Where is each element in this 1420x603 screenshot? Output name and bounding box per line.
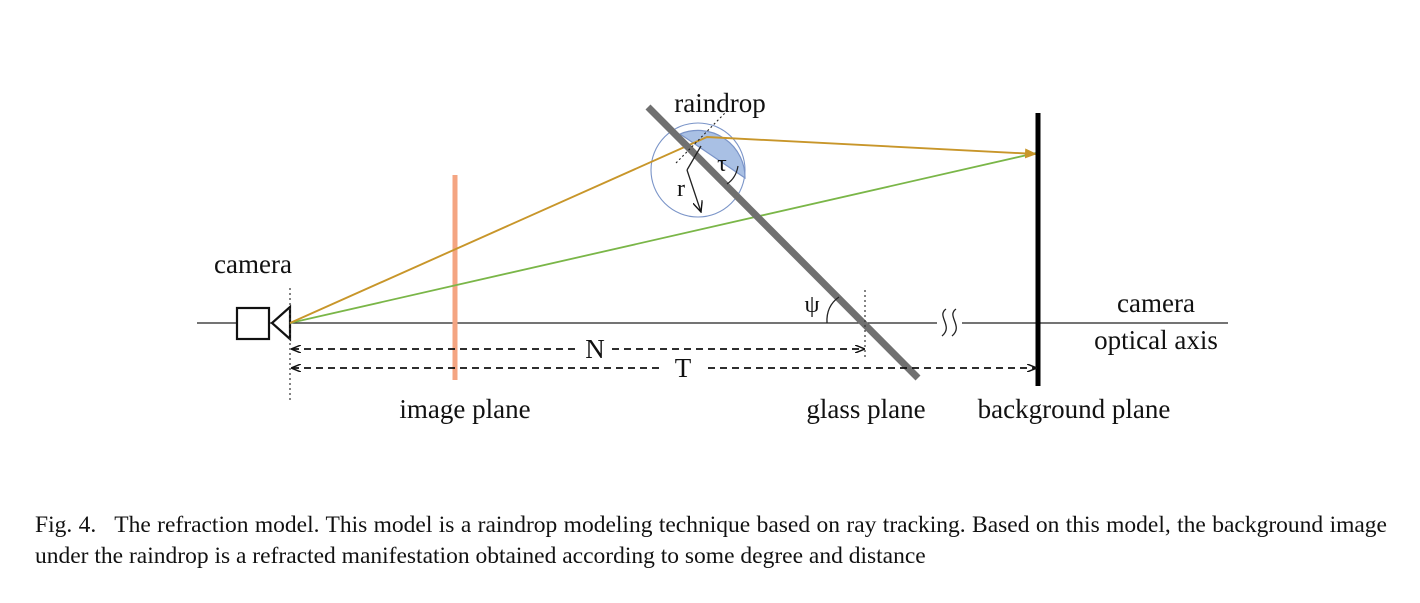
distance-n-label: N bbox=[585, 334, 605, 364]
angle-tau-label: τ bbox=[717, 151, 727, 177]
raindrop-label: raindrop bbox=[674, 88, 765, 118]
camera-icon bbox=[235, 304, 292, 342]
background-plane-label: background plane bbox=[978, 394, 1171, 424]
angle-psi-arc bbox=[826, 296, 840, 324]
camera-label: camera bbox=[214, 249, 292, 279]
glass-plane-line bbox=[645, 104, 921, 381]
distance-t-label: T bbox=[675, 353, 692, 383]
radius-r-label: r bbox=[677, 176, 685, 202]
image-plane-label: image plane bbox=[399, 394, 530, 424]
figure-number: Fig. 4. bbox=[35, 512, 97, 538]
angle-psi-label: ψ bbox=[804, 292, 819, 318]
refracted-ray bbox=[289, 136, 1037, 324]
axis-break-icon bbox=[941, 308, 957, 337]
glass-plane-label: glass plane bbox=[806, 394, 925, 424]
figure-caption: Fig. 4. The refraction model. This model… bbox=[35, 510, 1387, 572]
diagram-svg: raindrop camera camera optical axis imag… bbox=[197, 88, 1228, 424]
refraction-model-figure: raindrop camera camera optical axis imag… bbox=[197, 88, 1228, 424]
caption-text: The refraction model. This model is a ra… bbox=[35, 512, 1387, 569]
camera-axis-label-line1: camera bbox=[1117, 288, 1195, 318]
direct-ray bbox=[289, 152, 1037, 324]
radius-arrow bbox=[686, 145, 701, 212]
camera-axis-label-line2: optical axis bbox=[1094, 325, 1218, 355]
angle-tau-arc bbox=[726, 165, 739, 185]
